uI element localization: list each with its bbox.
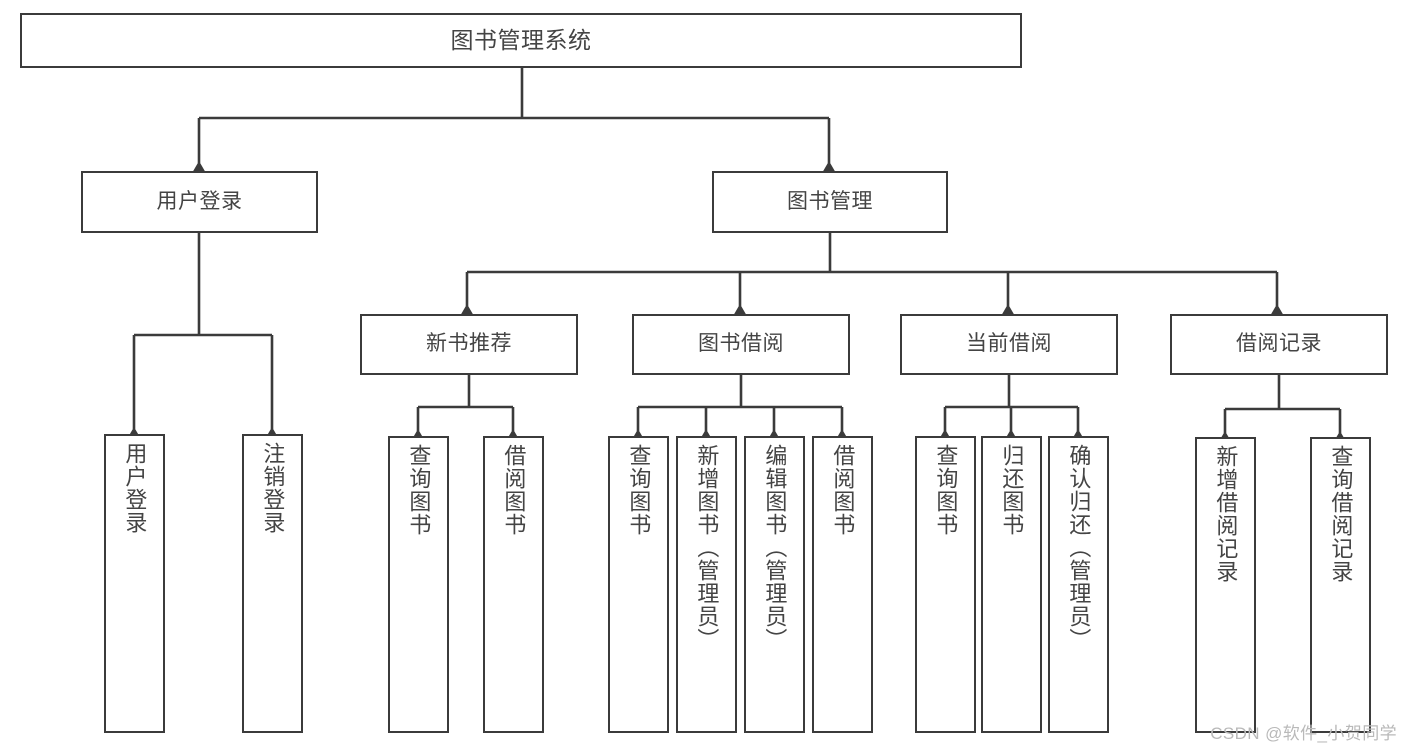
node-label: 图书管理系统 bbox=[450, 26, 592, 53]
leaf-user-login[interactable]: 用户登录 bbox=[104, 434, 165, 733]
leaf-query-book-current[interactable]: 查询图书 bbox=[915, 436, 976, 733]
node-label: 当前借阅 bbox=[966, 332, 1052, 356]
leaf-query-borrow-record[interactable]: 查询借阅记录 bbox=[1310, 437, 1371, 733]
leaf-query-book-borrow[interactable]: 查询图书 bbox=[608, 436, 669, 733]
leaf-edit-book-admin[interactable]: 编辑图书（管理员） bbox=[744, 436, 805, 733]
node-label: 图书借阅 bbox=[698, 332, 784, 356]
node-label: 编辑图书（管理员） bbox=[762, 444, 788, 651]
node-label: 确认归还（管理员） bbox=[1066, 444, 1092, 651]
node-label: 新增图书（管理员） bbox=[694, 444, 720, 651]
node-label: 借阅记录 bbox=[1236, 332, 1322, 356]
node-user-login[interactable]: 用户登录 bbox=[81, 171, 318, 233]
node-current-borrowing[interactable]: 当前借阅 bbox=[900, 314, 1118, 375]
node-label: 查询图书 bbox=[406, 444, 432, 536]
node-label: 查询图书 bbox=[626, 444, 652, 536]
node-label: 用户登录 bbox=[122, 442, 148, 534]
node-root-book-management-system[interactable]: 图书管理系统 bbox=[20, 13, 1022, 68]
leaf-logout[interactable]: 注销登录 bbox=[242, 434, 303, 733]
leaf-confirm-return-admin[interactable]: 确认归还（管理员） bbox=[1048, 436, 1109, 733]
node-label: 借阅图书 bbox=[830, 444, 856, 536]
leaf-return-book[interactable]: 归还图书 bbox=[981, 436, 1042, 733]
node-label: 查询借阅记录 bbox=[1328, 445, 1354, 583]
node-label: 新增借阅记录 bbox=[1213, 445, 1239, 583]
node-label: 注销登录 bbox=[260, 442, 286, 534]
node-borrowing-record[interactable]: 借阅记录 bbox=[1170, 314, 1388, 375]
watermark: CSDN @软件_小贺同学 bbox=[1210, 724, 1397, 743]
leaf-add-borrow-record[interactable]: 新增借阅记录 bbox=[1195, 437, 1256, 733]
node-label: 图书管理 bbox=[787, 189, 873, 213]
node-new-book-recommendation[interactable]: 新书推荐 bbox=[360, 314, 578, 375]
node-label: 借阅图书 bbox=[501, 444, 527, 536]
node-book-management[interactable]: 图书管理 bbox=[712, 171, 948, 233]
leaf-borrow-book[interactable]: 借阅图书 bbox=[812, 436, 873, 733]
node-book-borrowing[interactable]: 图书借阅 bbox=[632, 314, 850, 375]
node-label: 归还图书 bbox=[999, 444, 1025, 536]
leaf-borrow-book-new[interactable]: 借阅图书 bbox=[483, 436, 544, 733]
node-label: 查询图书 bbox=[933, 444, 959, 536]
node-label: 用户登录 bbox=[156, 189, 243, 213]
leaf-query-book-new[interactable]: 查询图书 bbox=[388, 436, 449, 733]
leaf-add-book-admin[interactable]: 新增图书（管理员） bbox=[676, 436, 737, 733]
node-label: 新书推荐 bbox=[426, 332, 512, 356]
